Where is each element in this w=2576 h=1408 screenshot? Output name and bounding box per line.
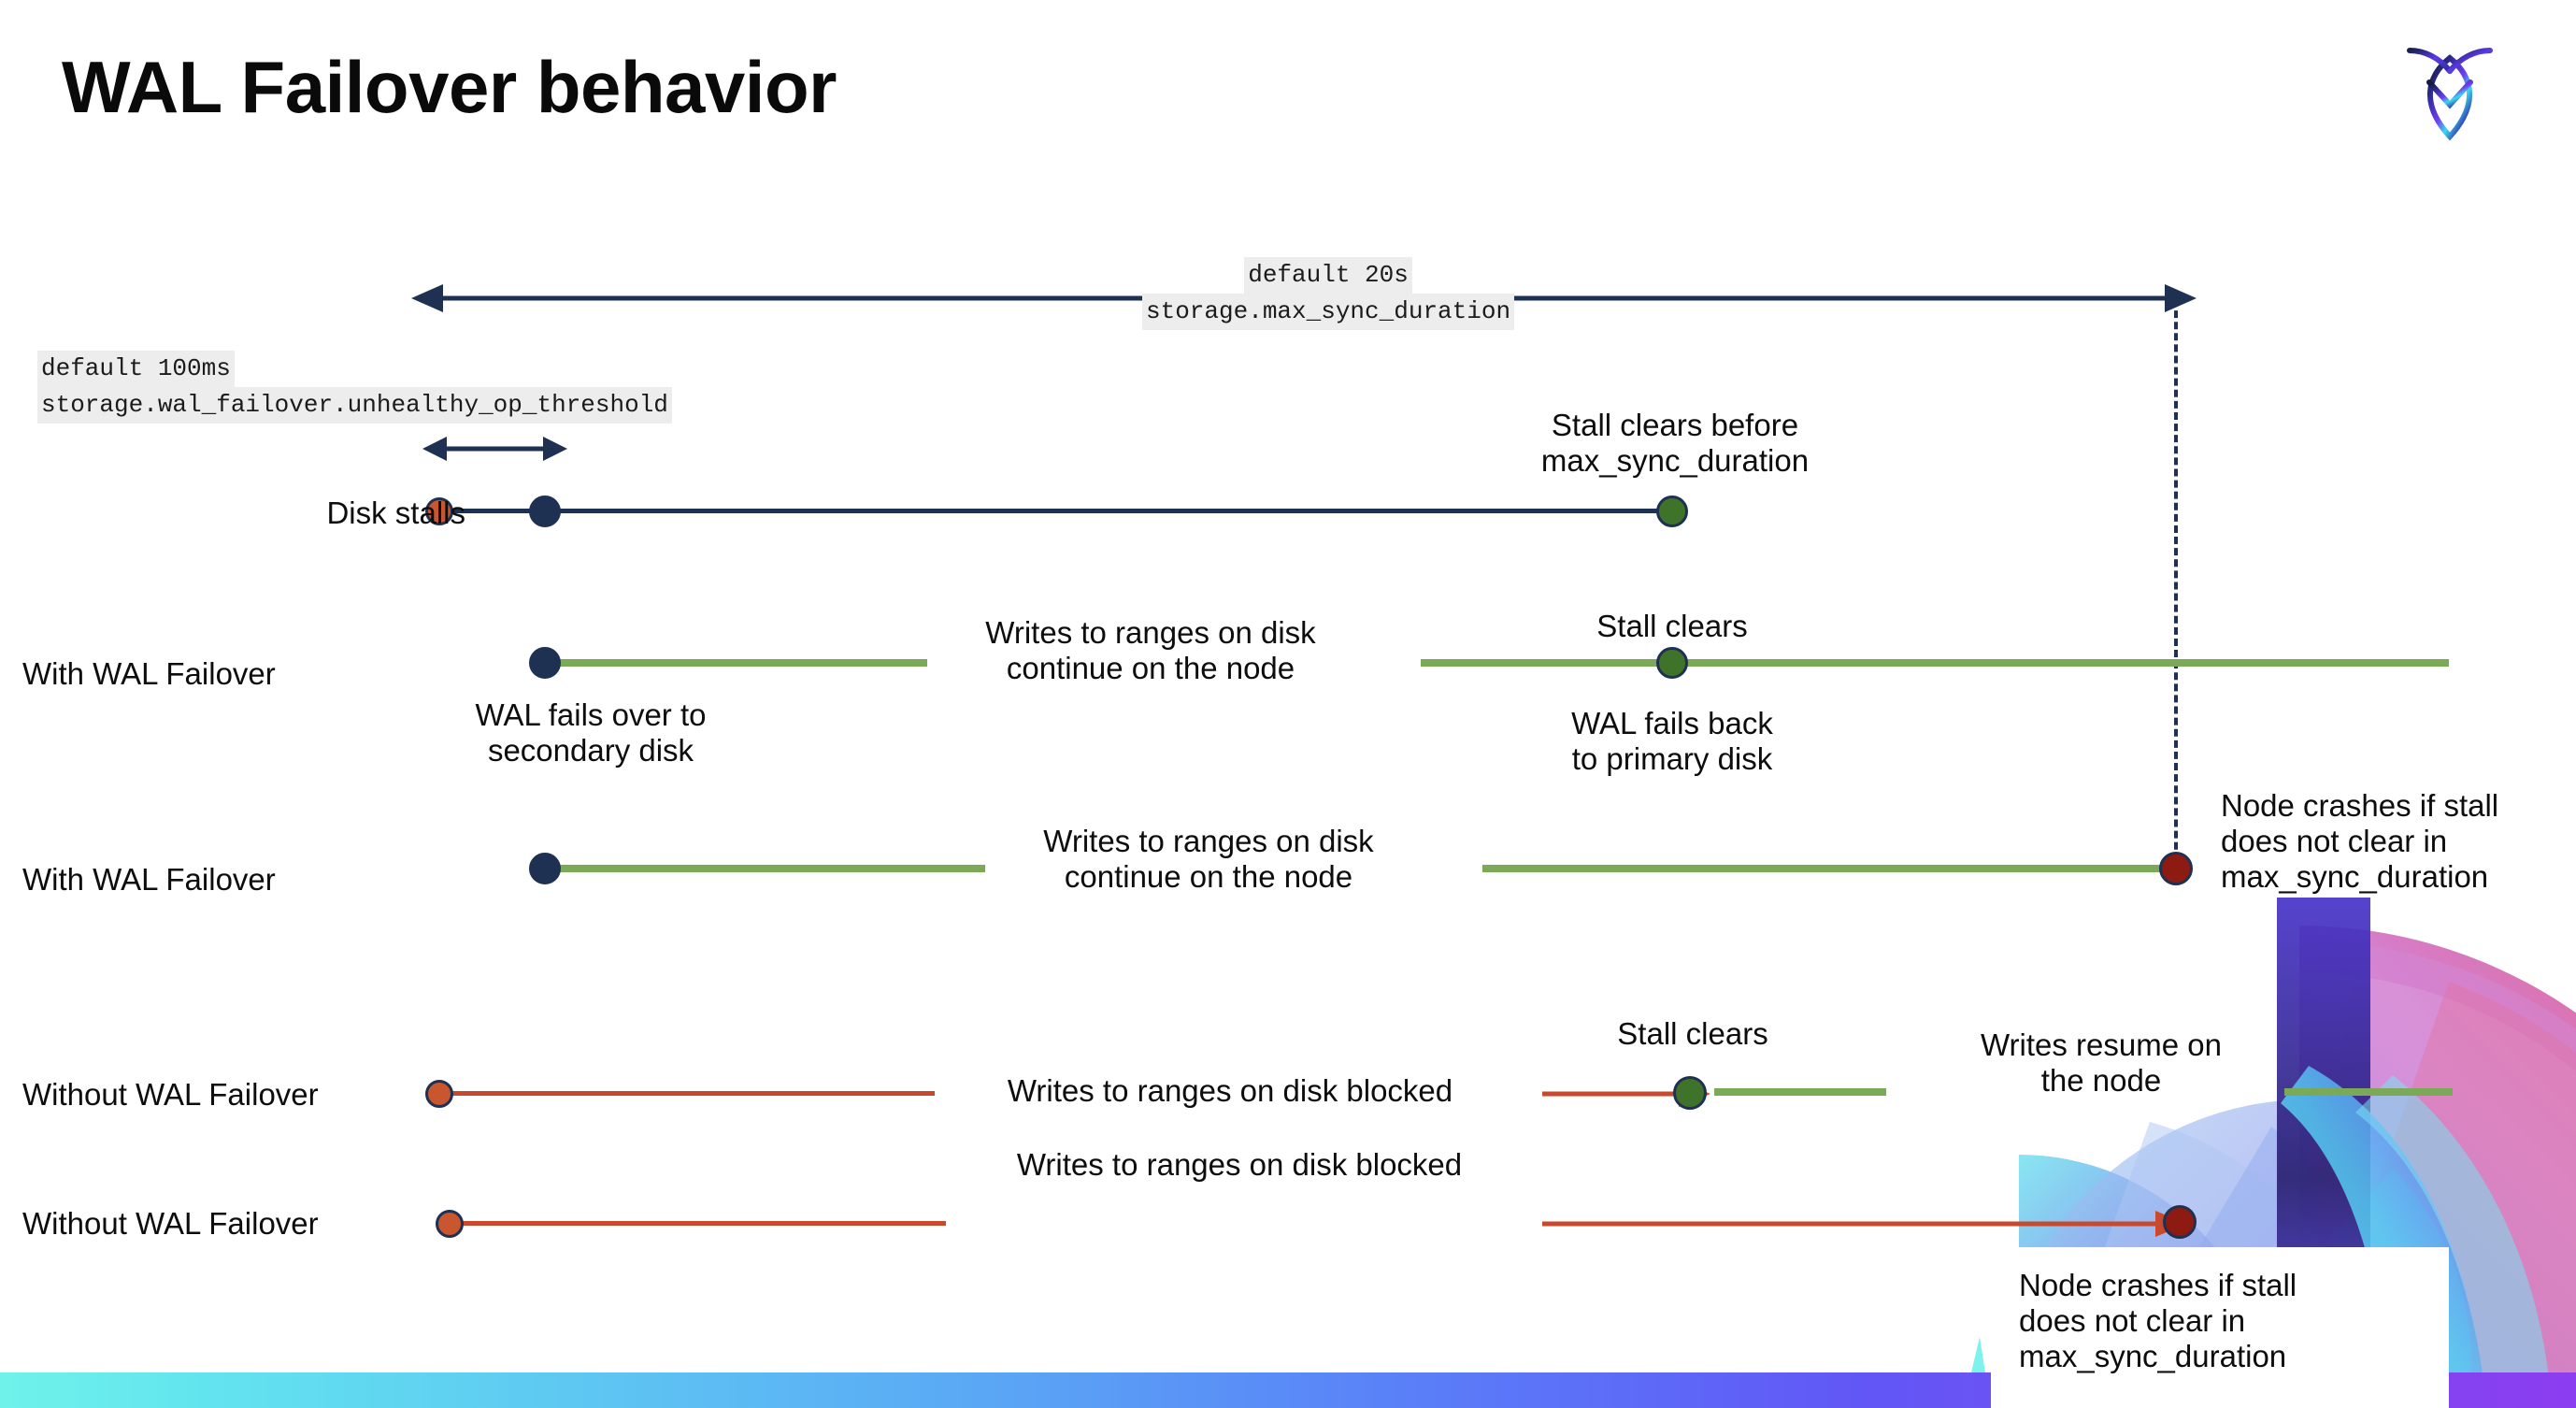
dashed-guide-line	[2174, 299, 2178, 884]
row-label-without-wal-failover-1: Without WAL Failover	[22, 1077, 319, 1112]
note-writes-continue-1: Writes to ranges on disk continue on the…	[985, 615, 1316, 685]
note-node-crashes-2: Node crashes if stall does not clear in …	[2019, 1268, 2297, 1373]
wal-failover-trigger-dot	[529, 496, 561, 527]
without-failover-resume-segment-1	[1714, 1088, 1886, 1096]
note-wal-fails-over-secondary: WAL fails over to secondary disk	[475, 697, 707, 768]
with-failover-start-dot-1	[529, 647, 561, 679]
note-node-crashes-1: Node crashes if stall does not clear in …	[2221, 788, 2499, 894]
without-failover-resume-segment-2	[2284, 1088, 2453, 1096]
without-failover-stall-clear-dot	[1673, 1076, 1707, 1110]
with-failover-start-dot-2	[529, 853, 561, 884]
unhealthy-threshold-span-arrow-icon	[422, 437, 567, 461]
row-label-with-wal-failover-1: With WAL Failover	[22, 656, 276, 691]
disk-stall-clear-dot	[1656, 496, 1688, 527]
without-failover-blocked-segment-1	[449, 1091, 935, 1096]
without-failover-blocked-segment-2	[460, 1221, 946, 1226]
note-stall-clears-before-max-sync: Stall clears before max_sync_duration	[1540, 408, 1810, 478]
note-writes-blocked-2: Writes to ranges on disk blocked	[1016, 1147, 1463, 1182]
unhealthy-default-label: default 100ms	[37, 351, 235, 387]
max-sync-default-label: default 20s	[1244, 257, 1412, 294]
with-failover-crash-segment-a	[546, 865, 985, 872]
note-wal-fails-back-primary: WAL fails back to primary disk	[1571, 706, 1773, 776]
without-failover-start-dot-2	[436, 1210, 464, 1238]
with-failover-segment-a	[546, 659, 927, 667]
with-failover-stall-clear-dot-1	[1656, 647, 1688, 679]
row-label-without-wal-failover-2: Without WAL Failover	[22, 1206, 319, 1241]
node-crash-dot-1	[2159, 852, 2193, 885]
note-writes-resume: Writes resume on the node	[1981, 1027, 2222, 1098]
row-label-disk-stalls: Disk stalls	[326, 496, 465, 530]
note-stall-clears-2: Stall clears	[1617, 1016, 1768, 1051]
page-title: WAL Failover behavior	[62, 46, 837, 128]
note-writes-continue-2: Writes to ranges on disk continue on the…	[1043, 824, 1374, 894]
unhealthy-setting-label: storage.wal_failover.unhealthy_op_thresh…	[37, 386, 672, 424]
note-stall-clears-1: Stall clears	[1596, 609, 1748, 643]
max-sync-setting-label: storage.max_sync_duration	[1142, 293, 1515, 330]
unhealthy-op-threshold-annotation: default 100ms storage.wal_failover.unhea…	[37, 351, 672, 424]
cockroachdb-logo-icon	[2407, 48, 2493, 141]
without-failover-start-dot-1	[425, 1080, 453, 1108]
node-crash-dot-2	[2163, 1205, 2197, 1239]
node-crash-callout-box: Node crashes if stall does not clear in …	[1991, 1247, 2449, 1408]
disk-stall-timeline-segment	[439, 509, 1673, 513]
max-sync-duration-annotation: default 20s storage.max_sync_duration	[1142, 257, 1515, 330]
without-failover-crash-arrow-icon	[1542, 1211, 2187, 1237]
row-label-with-wal-failover-2: With WAL Failover	[22, 862, 276, 897]
disk-stall-start-dot	[425, 497, 453, 525]
note-writes-blocked-1: Writes to ranges on disk blocked	[1007, 1073, 1453, 1108]
with-failover-segment-b	[1421, 659, 2449, 667]
with-failover-crash-segment-b	[1482, 865, 2183, 872]
